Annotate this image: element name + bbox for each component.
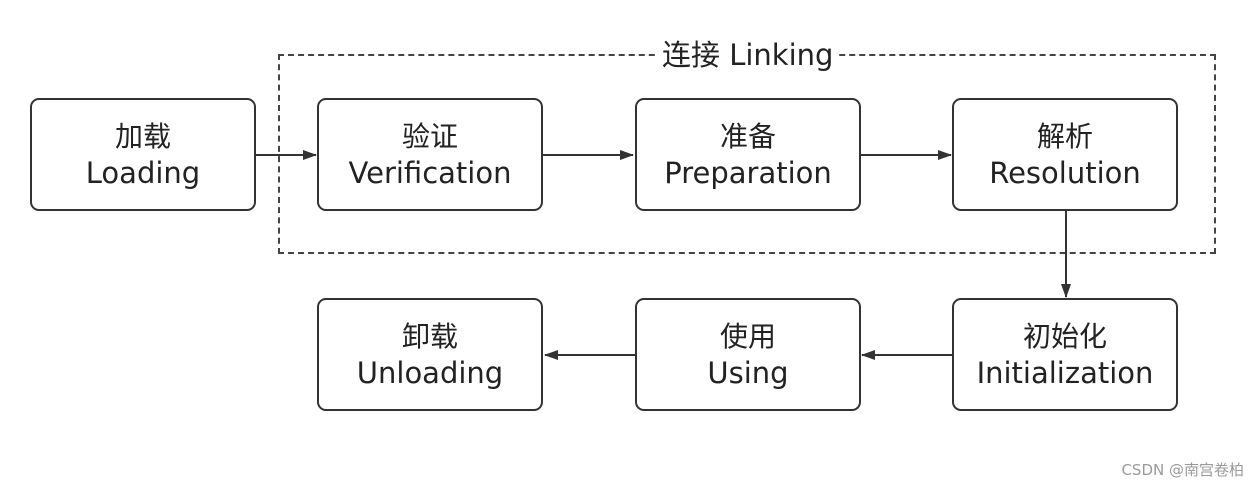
node-preparation-en-label: Preparation	[664, 155, 832, 190]
node-initialization-en-label: Initialization	[976, 355, 1154, 390]
node-unloading: 卸载 Unloading	[317, 298, 543, 411]
node-loading: 加载 Loading	[30, 98, 256, 211]
node-initialization-zh-label: 初始化	[1022, 319, 1107, 353]
node-initialization: 初始化 Initialization	[952, 298, 1178, 411]
node-using: 使用 Using	[635, 298, 861, 411]
watermark-text: CSDN @南宫卷柏	[1121, 461, 1244, 479]
node-loading-en-label: Loading	[85, 155, 201, 190]
node-verification: 验证 Verification	[317, 98, 543, 211]
node-using-zh-label: 使用	[719, 319, 776, 353]
node-resolution-zh-label: 解析	[1036, 119, 1093, 153]
node-using-en-label: Using	[707, 355, 789, 390]
node-preparation-zh-label: 准备	[719, 119, 776, 153]
node-verification-en-label: Verification	[348, 155, 512, 190]
node-resolution-en-label: Resolution	[989, 155, 1141, 190]
node-resolution: 解析 Resolution	[952, 98, 1178, 211]
node-unloading-zh-label: 卸载	[401, 319, 458, 353]
node-loading-zh-label: 加载	[114, 119, 171, 153]
node-verification-zh-label: 验证	[401, 119, 458, 153]
node-preparation: 准备 Preparation	[635, 98, 861, 211]
node-unloading-en-label: Unloading	[356, 355, 504, 390]
linking-group-title: 连接 Linking	[658, 36, 838, 74]
